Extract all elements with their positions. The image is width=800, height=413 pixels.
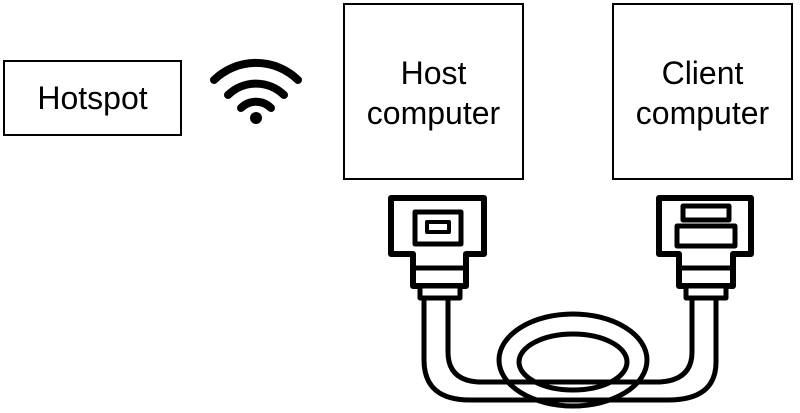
client-ethernet-plug-icon (656, 195, 754, 301)
client-computer-box: Client computer (612, 3, 793, 180)
coiled-cable (421, 292, 719, 409)
host-label-line1: Host (400, 55, 467, 91)
host-label-line2: computer (366, 95, 501, 131)
client-label-line2: computer (635, 95, 770, 131)
host-computer-label: Host computer (367, 53, 500, 133)
hotspot-box: Hotspot (3, 60, 182, 136)
host-computer-box: Host computer (343, 3, 524, 180)
host-ethernet-plug-icon (388, 195, 487, 301)
client-computer-label: Client computer (636, 53, 769, 133)
wifi-icon (210, 58, 302, 124)
hotspot-label: Hotspot (37, 80, 148, 116)
client-label-line1: Client (661, 55, 744, 91)
